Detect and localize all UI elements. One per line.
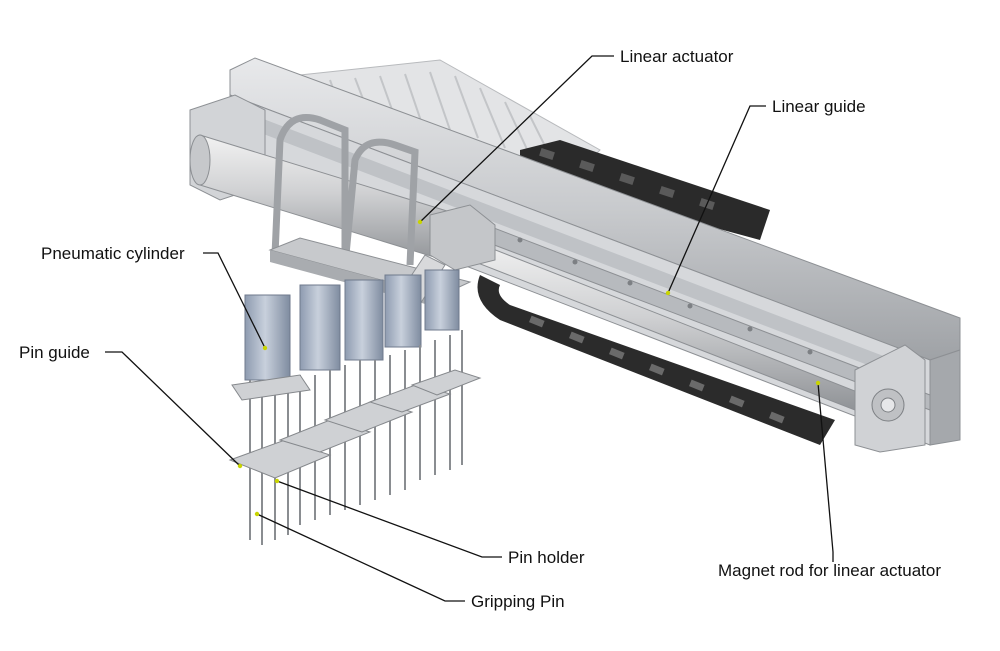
- label-linear-actuator: Linear actuator: [620, 47, 734, 66]
- right-end-plate: [854, 344, 926, 453]
- label-magnet-rod: Magnet rod for linear actuator: [718, 561, 941, 580]
- cable-chain-lower: [477, 275, 835, 445]
- linear-actuator-body: [189, 94, 496, 271]
- mounting-bracket: [271, 114, 419, 266]
- label-pin-guide: Pin guide: [19, 343, 90, 362]
- leader-pin-guide: [105, 351, 241, 467]
- leader-magnet-rod: [817, 382, 834, 562]
- label-pin-holder: Pin holder: [508, 548, 585, 567]
- pneumatic-cylinders: [244, 269, 460, 381]
- leader-lines: [105, 55, 834, 602]
- leader-linear-actuator: [419, 55, 614, 223]
- leader-pin-holder: [276, 480, 502, 558]
- leader-pneumatic-cylinder: [203, 252, 266, 349]
- leader-linear-guide: [667, 105, 766, 294]
- leader-gripping-pin: [256, 513, 465, 602]
- label-pneumatic-cylinder: Pneumatic cylinder: [41, 244, 185, 263]
- pin-holder-plates: [228, 369, 482, 479]
- cable-chain-upper: [520, 140, 770, 240]
- anchor-dots: [237, 219, 821, 517]
- label-linear-guide: Linear guide: [772, 97, 866, 116]
- label-gripping-pin: Gripping Pin: [471, 592, 565, 611]
